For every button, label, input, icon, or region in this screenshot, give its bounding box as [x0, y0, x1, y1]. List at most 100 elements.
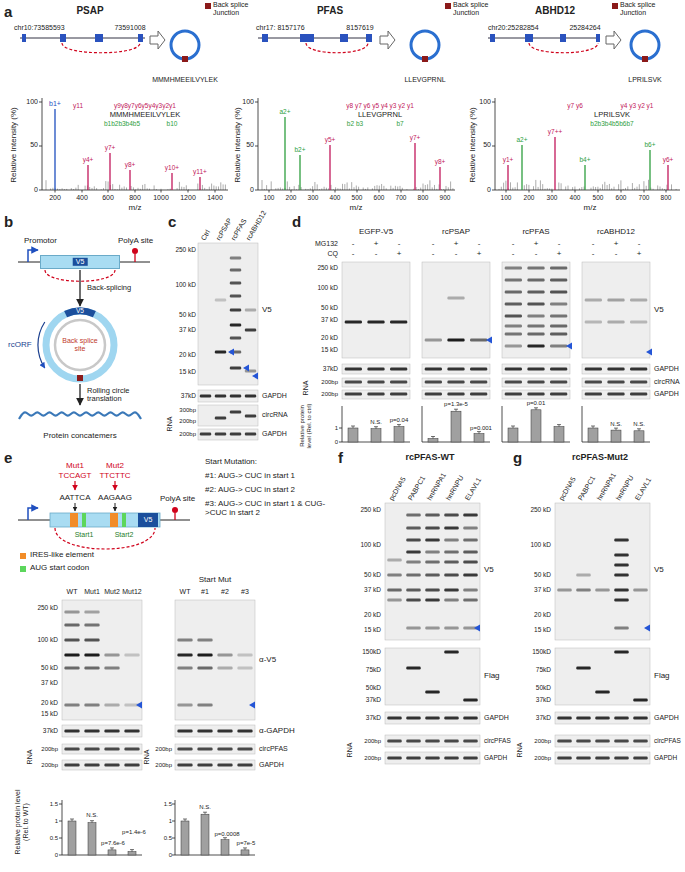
protein-band [200, 395, 211, 398]
axis-tick [55, 190, 56, 193]
spectrum-peak [671, 184, 672, 190]
protein-band [64, 654, 79, 657]
annotation-text: N.S. [370, 419, 382, 426]
annotation-text: 0 [250, 186, 254, 194]
annotation-text: b2 b3 [347, 120, 363, 127]
protein-band [406, 514, 420, 517]
annotation-text: 200 [524, 194, 535, 201]
annotation-text: N.S. [199, 804, 211, 811]
protein-band [245, 329, 256, 332]
annotation-text: b1+ [49, 100, 61, 108]
arrowhead-marker [243, 365, 249, 372]
protein-band [84, 639, 99, 642]
annotation-text: f [338, 450, 343, 467]
protein-band [124, 748, 139, 751]
protein-band [425, 339, 442, 342]
annotation-text: b6+ [644, 141, 655, 148]
protein-band [104, 748, 119, 751]
legend-swatch [445, 3, 451, 9]
exon-block [300, 34, 314, 42]
annotation-text: V5 [654, 566, 664, 575]
blot-membrane [555, 712, 650, 724]
protein-band [444, 757, 458, 760]
spectrum-peak [347, 182, 348, 190]
annotation-text: RNA [166, 417, 174, 432]
spectrum-peak [287, 181, 288, 190]
protein-band [237, 667, 252, 670]
spectrum-peak [209, 187, 210, 190]
protein-band [215, 417, 226, 420]
annotation-text: ABHD12 [535, 5, 575, 16]
spectrum-peak [614, 187, 615, 190]
annotation-text: #1 [201, 588, 209, 596]
protein-band [614, 574, 628, 577]
protein-band [463, 574, 477, 577]
annotation-text: Mut2 [104, 588, 120, 596]
spectrum-peak [535, 180, 536, 190]
annotation-text: p=0.01 [527, 400, 546, 407]
protein-band [444, 561, 458, 564]
spectrum-peak [448, 187, 449, 190]
spectrum-peak [46, 180, 47, 190]
hollow-arrow [606, 31, 621, 49]
protein-band [505, 345, 522, 348]
spectrum-peak [289, 187, 290, 190]
protein-band [470, 381, 487, 384]
annotation-text: m/z [584, 204, 597, 213]
annotation-text: + [477, 250, 482, 259]
annotation-text: Relative protein level (Rel. to WT) [14, 782, 29, 862]
protein-band [197, 748, 212, 751]
annotated-peak [54, 109, 55, 190]
protein-band [345, 321, 362, 324]
error-bar [223, 837, 227, 838]
protein-band [200, 433, 211, 436]
axis-tick [39, 146, 42, 147]
protein-band [387, 757, 401, 760]
annotation-text: 1 [55, 818, 58, 825]
spectrum-peak [179, 182, 180, 190]
protein-chain [19, 412, 141, 419]
spectrum-peak [595, 187, 596, 190]
site-arrow [75, 503, 76, 511]
node-text: V5 [73, 258, 88, 266]
spectrum-peak [565, 187, 566, 190]
protein-band [527, 315, 544, 318]
annotation-text: Relative protein level (Rel. to ctrl) [299, 401, 312, 451]
annotation-text: 37 kD [179, 326, 196, 333]
bar-axis [582, 406, 583, 442]
spectrum-peak [597, 187, 598, 190]
blot-membrane [502, 364, 570, 374]
annotation-text: PolyA site [160, 495, 195, 504]
spectrum-peak [181, 187, 182, 190]
annotation-text: Flag [484, 672, 500, 681]
protein-concatemer: Protein concatemers [15, 406, 145, 440]
axis-tick [39, 102, 42, 103]
blot-membrane [422, 262, 490, 358]
protein-band [177, 764, 192, 767]
protein-band [557, 757, 571, 760]
axis-tick [39, 190, 42, 191]
spectrum-peak [558, 183, 559, 190]
annotation-text: 1.5 [164, 801, 172, 808]
annotation-text: 0.5 [50, 835, 58, 842]
annotation-text: 37 kD [534, 586, 551, 593]
protein-band [595, 691, 609, 694]
annotated-peak [667, 165, 668, 190]
annotation-text: y4 y3 y2 y1 [621, 102, 654, 109]
protein-band [614, 539, 628, 542]
spectrum-peak [593, 186, 594, 190]
annotation-text: #1: AUG-> CUC in start 1 [205, 472, 295, 481]
annotation-text: 25284264 [569, 24, 600, 32]
annotation-text: y8+ [125, 161, 136, 168]
annotation-text: 15 kD [41, 710, 58, 717]
protein-band [230, 395, 241, 398]
spectrum-peak [400, 186, 401, 190]
annotation-text: chr10:73585593 [14, 24, 65, 32]
annotation-text: pcDNA5 [558, 475, 578, 501]
annotation-text: Mut12 [122, 588, 141, 596]
annotation-text: 100 kD [360, 541, 381, 548]
protein-band [505, 279, 522, 282]
protein-band [527, 345, 544, 348]
annotation-text: 250 kD [37, 604, 58, 611]
